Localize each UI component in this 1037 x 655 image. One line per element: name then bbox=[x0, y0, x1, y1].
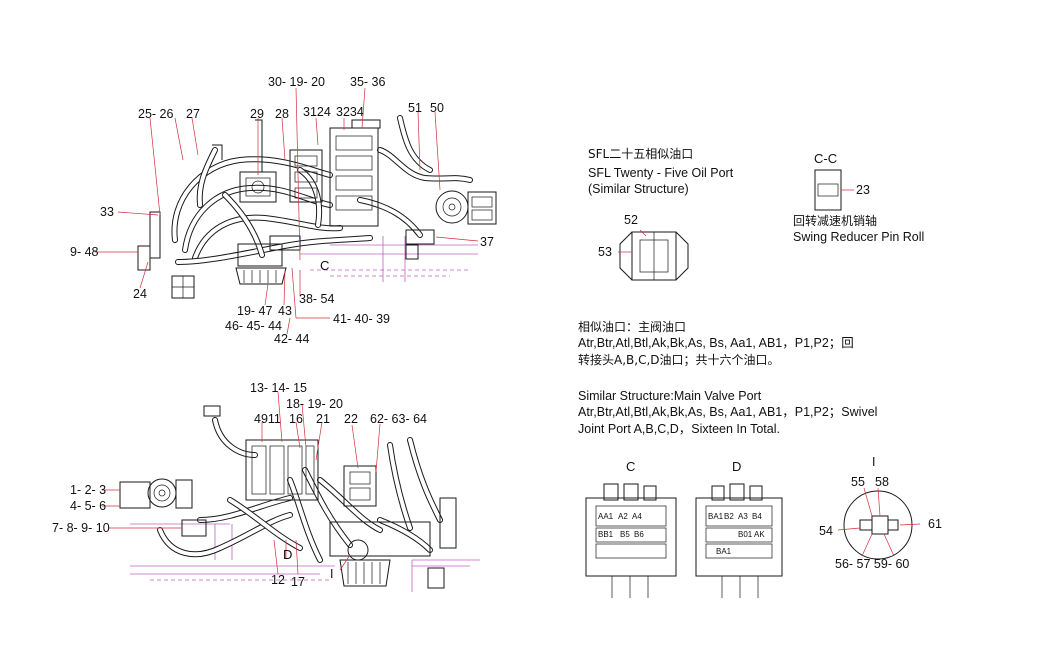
view-c-port-a4: A4 bbox=[632, 512, 642, 521]
view-c-port-b6: B6 bbox=[634, 530, 644, 539]
callout-33: 33 bbox=[100, 205, 114, 219]
callout-18-19-20: 18- 19- 20 bbox=[286, 397, 343, 411]
callout-27: 27 bbox=[186, 107, 200, 121]
callout-49-11: 4911 bbox=[254, 412, 281, 426]
top-assembly bbox=[95, 87, 497, 335]
detail-view-c bbox=[585, 483, 677, 598]
callout-62-63-64: 62- 63- 64 bbox=[370, 412, 427, 426]
section-i-marker: I bbox=[330, 567, 334, 581]
similar-note-en-line3: Joint Port A,B,C,D，Sixteen In Total. bbox=[578, 422, 780, 436]
section-cc-title: C-C bbox=[814, 151, 838, 166]
top-hoses bbox=[171, 115, 473, 265]
callout-7-8-9-10: 7- 8- 9- 10 bbox=[52, 521, 110, 535]
callout-43: 43 bbox=[278, 304, 292, 318]
view-d-port-b4: B4 bbox=[752, 512, 762, 521]
callout-54: 54 bbox=[819, 524, 833, 538]
callout-9-48: 9- 48 bbox=[70, 245, 99, 259]
callout-46-45-44: 46- 45- 44 bbox=[225, 319, 282, 333]
detail-view-i bbox=[837, 487, 921, 560]
pin-note-cn: 回转减速机销轴 bbox=[793, 214, 878, 228]
detail-sfl-port bbox=[618, 229, 689, 281]
bottom-assembly bbox=[102, 391, 480, 592]
callout-42-44: 42- 44 bbox=[274, 332, 310, 346]
callout-21: 21 bbox=[316, 412, 330, 426]
top-leader-lines bbox=[95, 87, 479, 335]
sfl-note-cn: SFL二十五相似油口 bbox=[588, 147, 694, 161]
callout-61: 61 bbox=[928, 517, 942, 531]
view-c-port-b5: B5 bbox=[620, 530, 630, 539]
callout-16: 16 bbox=[289, 412, 303, 426]
bottom-leader-lines bbox=[102, 391, 381, 575]
callout-1-2-3: 1- 2- 3 bbox=[70, 483, 107, 497]
similar-note-cn-line1: 相似油口：主阀油口 bbox=[578, 320, 687, 334]
view-d-port-b2: B2 bbox=[724, 512, 734, 521]
view-c-port-a2: A2 bbox=[618, 512, 628, 521]
sfl-note-en-line1: SFL Twenty - Five Oil Port bbox=[588, 166, 734, 180]
top-frame-lines bbox=[300, 236, 478, 282]
similar-note-en-line1: Similar Structure:Main Valve Port bbox=[578, 389, 762, 403]
callout-50: 50 bbox=[430, 101, 444, 115]
callout-17: 17 bbox=[291, 575, 305, 589]
callout-30-19-20: 30- 19- 20 bbox=[268, 75, 325, 89]
similar-note-cn-line3: 转接头A,B,C,D油口；共十六个油口。 bbox=[578, 353, 780, 367]
section-c-marker: C bbox=[320, 258, 330, 273]
callout-32-34: 3234 bbox=[336, 105, 364, 119]
bottom-hoses bbox=[157, 417, 443, 563]
view-d-port-b01: B01 bbox=[738, 530, 753, 539]
callout-41-40-39: 41- 40- 39 bbox=[333, 312, 390, 326]
view-d-port-ak: AK bbox=[754, 530, 765, 539]
callout-53: 53 bbox=[598, 245, 612, 259]
callout-38-54: 38- 54 bbox=[299, 292, 335, 306]
callout-52: 52 bbox=[624, 213, 638, 227]
view-i-title: I bbox=[872, 455, 876, 469]
bottom-frame-lines bbox=[130, 523, 480, 592]
sfl-note-en-line2: (Similar Structure) bbox=[588, 182, 689, 196]
callout-19-47: 19- 47 bbox=[237, 304, 273, 318]
detail-view-d bbox=[695, 483, 783, 598]
view-d-port-a3: A3 bbox=[738, 512, 748, 521]
callout-4-5-6: 4- 5- 6 bbox=[70, 499, 107, 513]
callout-58: 58 bbox=[875, 475, 889, 489]
callout-12: 12 bbox=[271, 573, 285, 587]
view-c-port-aa1: AA1 bbox=[598, 512, 614, 521]
view-d-port-ba1: BA1 bbox=[708, 512, 724, 521]
callout-25-26: 25- 26 bbox=[138, 107, 174, 121]
callout-13-14-15: 13- 14- 15 bbox=[250, 381, 307, 395]
callout-28: 28 bbox=[275, 107, 289, 121]
callout-24: 24 bbox=[133, 287, 147, 301]
callout-31-24: 3124 bbox=[303, 105, 331, 119]
view-c-port-bb1: BB1 bbox=[598, 530, 614, 539]
callout-29: 29 bbox=[250, 107, 264, 121]
similar-note-en-line2: Atr,Btr,Atl,Btl,Ak,Bk,As, Bs, Aa1, AB1，P… bbox=[578, 405, 878, 419]
view-c-title: C bbox=[626, 459, 636, 474]
callout-23: 23 bbox=[856, 183, 870, 197]
callout-56-57-59-60: 56- 57 59- 60 bbox=[835, 557, 910, 571]
callout-35-36: 35- 36 bbox=[350, 75, 386, 89]
view-d-title: D bbox=[732, 459, 742, 474]
similar-note-cn-line2: Atr,Btr,Atl,Btl,Ak,Bk,As, Bs, Aa1, AB1，P… bbox=[578, 336, 854, 350]
view-d-port-ba1-lower: BA1 bbox=[716, 547, 732, 556]
pin-note-en: Swing Reducer Pin Roll bbox=[793, 230, 925, 244]
section-d-marker: D bbox=[283, 547, 293, 562]
callout-37: 37 bbox=[480, 235, 494, 249]
bottom-components bbox=[119, 405, 457, 589]
detail-cc-pin bbox=[814, 169, 854, 211]
callout-22: 22 bbox=[344, 412, 358, 426]
callout-51: 51 bbox=[408, 101, 422, 115]
callout-55: 55 bbox=[851, 475, 865, 489]
